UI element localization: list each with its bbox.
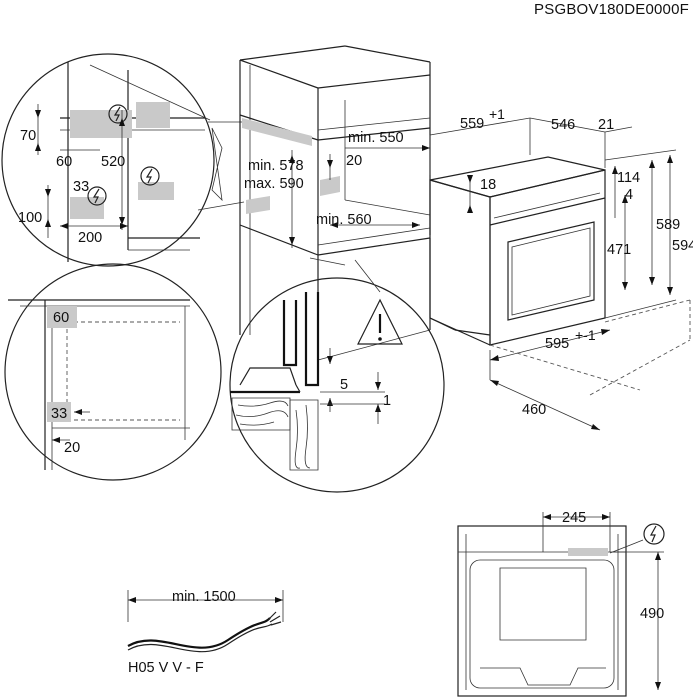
dim-max-590: max. 590 <box>244 176 304 192</box>
detail-circle-top: 70 60 520 33 100 200 <box>1 53 215 267</box>
dim-595: 595 <box>545 336 569 352</box>
dim-20: 20 <box>346 153 362 169</box>
product-code: PSGBOV180DE0000F <box>534 1 689 18</box>
oven-isometric: 559 +1 546 21 18 114 4 589 594 471 595 +… <box>429 106 693 431</box>
dim-490: 490 <box>640 606 664 622</box>
warning-triangle-icon <box>357 298 403 345</box>
dim-18: 18 <box>480 177 496 193</box>
dim-460: 460 <box>522 402 546 418</box>
dim-546: 546 <box>551 117 575 133</box>
connection-zone-bottom <box>70 197 104 219</box>
dim-471: 471 <box>607 242 631 258</box>
cable-type: H05 V V - F <box>128 660 204 676</box>
dim-1: 1 <box>383 393 391 409</box>
dim-33: 33 <box>51 406 67 422</box>
cable-length: min. 1500 <box>172 589 236 605</box>
dim-595-tolerance: +-1 <box>575 327 596 343</box>
dim-114: 114 <box>617 170 640 186</box>
detail-circle-bottom-left: 60 33 20 <box>4 263 222 481</box>
dim-559: 559 <box>460 116 484 132</box>
electric-hazard-icon <box>643 523 665 545</box>
dim-min-560: min. 560 <box>316 212 372 228</box>
dim-245: 245 <box>562 510 586 526</box>
electric-hazard-icon <box>108 104 128 124</box>
dim-60: 60 <box>56 154 72 170</box>
power-cable: min. 1500 H05 V V - F <box>127 589 284 676</box>
dim-min-578: min. 578 <box>248 158 304 174</box>
oven-rear-view: 245 490 <box>457 510 665 697</box>
dim-594: 594 <box>672 238 693 254</box>
dim-33: 33 <box>73 179 89 195</box>
dim-100: 100 <box>18 210 42 226</box>
electric-hazard-icon <box>87 186 107 206</box>
dim-20: 20 <box>64 440 80 456</box>
cabinet-isometric: min. 550 20 min. 578 max. 590 min. 560 <box>239 45 431 361</box>
dim-520: 520 <box>101 154 125 170</box>
dim-4: 4 <box>625 187 633 203</box>
detail-circle-bottom-mid: 5 1 <box>229 257 445 493</box>
dim-589: 589 <box>656 217 680 233</box>
dim-min-550: min. 550 <box>348 130 404 146</box>
dim-21: 21 <box>598 117 614 133</box>
dim-70: 70 <box>20 128 36 144</box>
dim-200: 200 <box>78 230 102 246</box>
dim-5: 5 <box>340 377 348 393</box>
dim-559-tolerance: +1 <box>489 106 505 122</box>
electric-hazard-icon <box>140 166 160 186</box>
dim-60: 60 <box>53 310 69 326</box>
